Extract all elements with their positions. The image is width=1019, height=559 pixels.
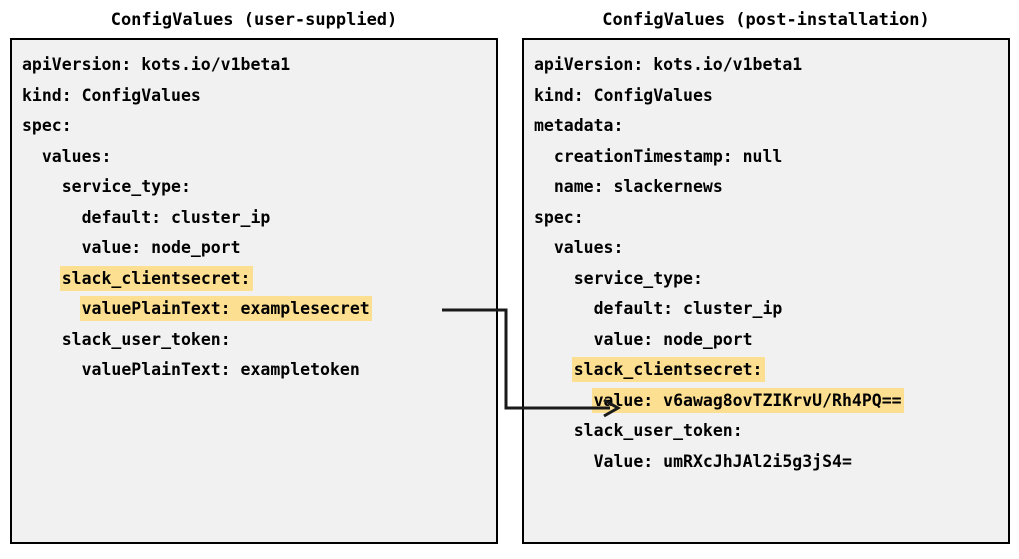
code-text: slack_user_token: [61, 329, 231, 349]
code-text: slack_clientsecret: [61, 267, 251, 289]
code-text: valuePlainText: exampletoken [81, 360, 360, 379]
code-text: values: [41, 146, 112, 166]
right-config-panel: apiVersion: kots.io/v1beta1 kind: ConfigV… [522, 38, 1010, 544]
code-line: value: v6awag8ovTZIKrvU/Rh4PQ== [524, 386, 1008, 417]
code-line: apiVersion: kots.io/v1beta1 [12, 50, 496, 81]
code-line: value: node_port [524, 325, 1008, 356]
code-line: slack_user_token: [524, 416, 1008, 447]
code-text: slack_user_token: [573, 421, 743, 440]
code-line: spec: [524, 203, 1008, 234]
code-text: service_type: [61, 177, 191, 196]
code-text: metadata: [534, 116, 624, 135]
code-text: apiVersion: kots.io/v1beta1 [534, 55, 803, 74]
code-text: valuePlainText: examplesecret [81, 298, 370, 319]
code-text: service_type: [573, 268, 703, 288]
code-line: slack_clientsecret: [12, 264, 496, 295]
code-text: value: node_port [81, 238, 241, 257]
code-line: values: [12, 142, 496, 173]
code-indent [534, 147, 554, 166]
code-line: value: node_port [12, 233, 496, 264]
code-indent [22, 360, 82, 379]
code-text: spec: [534, 207, 584, 227]
code-indent [534, 269, 574, 288]
code-text: spec: [22, 116, 72, 135]
code-indent [534, 238, 554, 257]
code-indent [22, 147, 42, 166]
code-line: service_type: [524, 264, 1008, 295]
code-text: values: [553, 238, 624, 257]
code-indent [534, 177, 554, 196]
code-indent [534, 330, 594, 349]
code-line: name: slackernews [524, 172, 1008, 203]
code-indent [534, 452, 594, 471]
code-text: Value: umRXcJhJAl2i5g3jS4= [593, 451, 852, 471]
left-panel-title: ConfigValues (user-supplied) [110, 10, 398, 30]
code-text: creationTimestamp: null [553, 146, 783, 166]
code-line: slack_user_token: [12, 325, 496, 356]
code-indent [22, 330, 62, 349]
left-config-code: apiVersion: kots.io/v1beta1 kind: ConfigV… [12, 50, 496, 386]
left-config-panel: apiVersion: kots.io/v1beta1 kind: ConfigV… [10, 38, 498, 544]
code-indent [534, 391, 594, 410]
code-line: Value: umRXcJhJAl2i5g3jS4= [524, 447, 1008, 478]
code-line: valuePlainText: examplesecret [12, 294, 496, 325]
code-line: kind: ConfigValues [12, 81, 496, 112]
code-text: default: cluster_ip [81, 207, 271, 227]
code-line: values: [524, 233, 1008, 264]
code-text: apiVersion: kots.io/v1beta1 [22, 55, 291, 74]
code-line: default: cluster_ip [524, 294, 1008, 325]
code-text: value: node_port [593, 329, 753, 349]
code-line: service_type: [12, 172, 496, 203]
code-line: valuePlainText: exampletoken [12, 355, 496, 386]
code-text: kind: ConfigValues [534, 85, 713, 105]
code-line: default: cluster_ip [12, 203, 496, 234]
code-indent [22, 208, 82, 227]
code-text: name: slackernews [553, 177, 723, 196]
code-text: kind: ConfigValues [22, 85, 201, 105]
code-line: spec: [12, 111, 496, 142]
right-panel-title: ConfigValues (post-installation) [602, 10, 930, 30]
code-indent [22, 269, 62, 288]
code-indent [534, 360, 574, 379]
code-indent [22, 299, 82, 318]
code-text: default: cluster_ip [593, 299, 783, 318]
code-line: metadata: [524, 111, 1008, 142]
code-line: apiVersion: kots.io/v1beta1 [524, 50, 1008, 81]
right-config-code: apiVersion: kots.io/v1beta1 kind: ConfigV… [524, 50, 1008, 477]
code-line: slack_clientsecret: [524, 355, 1008, 386]
code-text: value: v6awag8ovTZIKrvU/Rh4PQ== [593, 389, 902, 411]
code-indent [534, 299, 594, 318]
code-line: kind: ConfigValues [524, 81, 1008, 112]
code-text: slack_clientsecret: [573, 359, 763, 380]
code-indent [22, 238, 82, 257]
code-indent [534, 421, 574, 440]
code-line: creationTimestamp: null [524, 142, 1008, 173]
code-indent [22, 177, 62, 196]
